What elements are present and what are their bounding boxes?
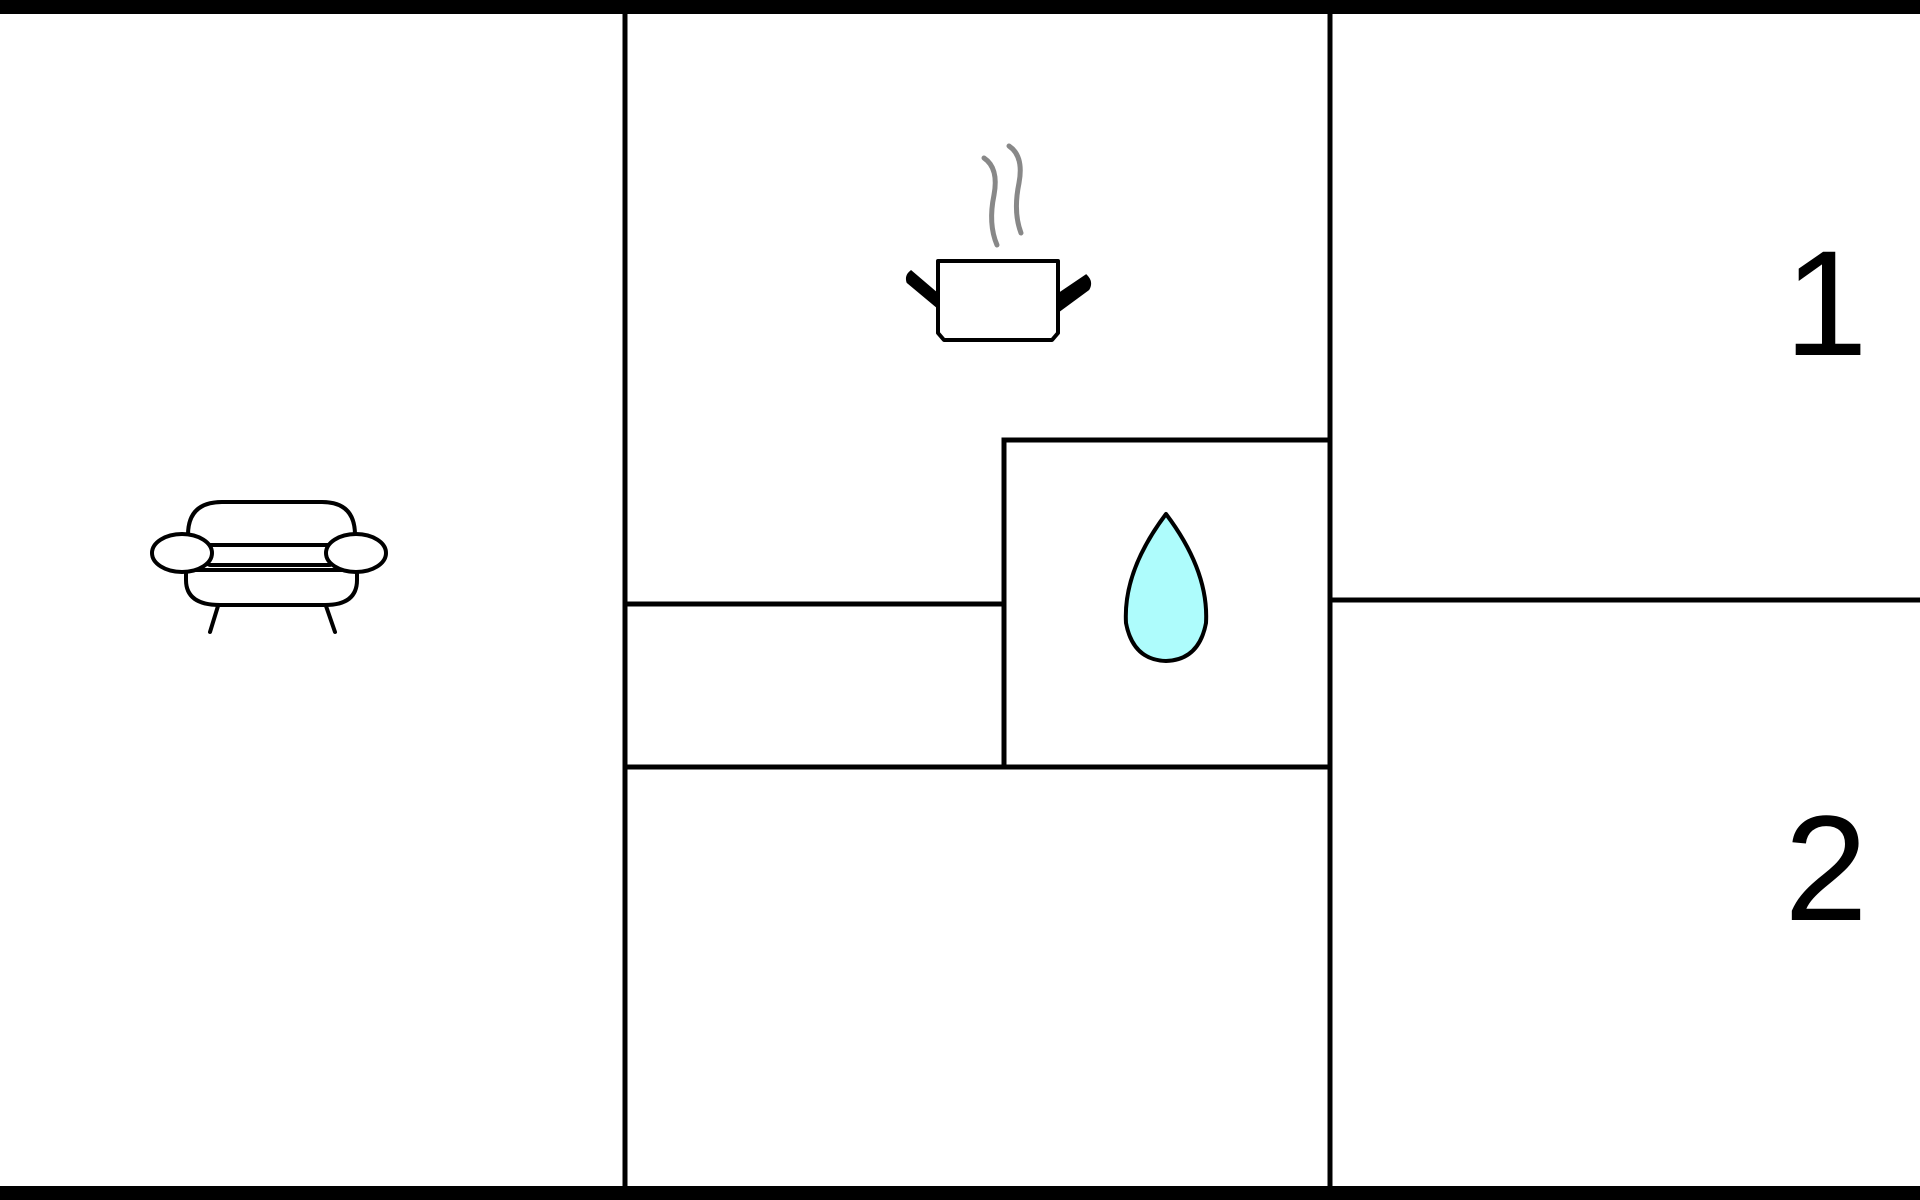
cooking-pot-icon xyxy=(905,143,1092,342)
sofa-icon xyxy=(150,500,388,634)
room-2-label: 2 xyxy=(1784,784,1867,952)
water-drop-icon xyxy=(1123,512,1209,663)
room-1-label: 1 xyxy=(1784,219,1867,387)
